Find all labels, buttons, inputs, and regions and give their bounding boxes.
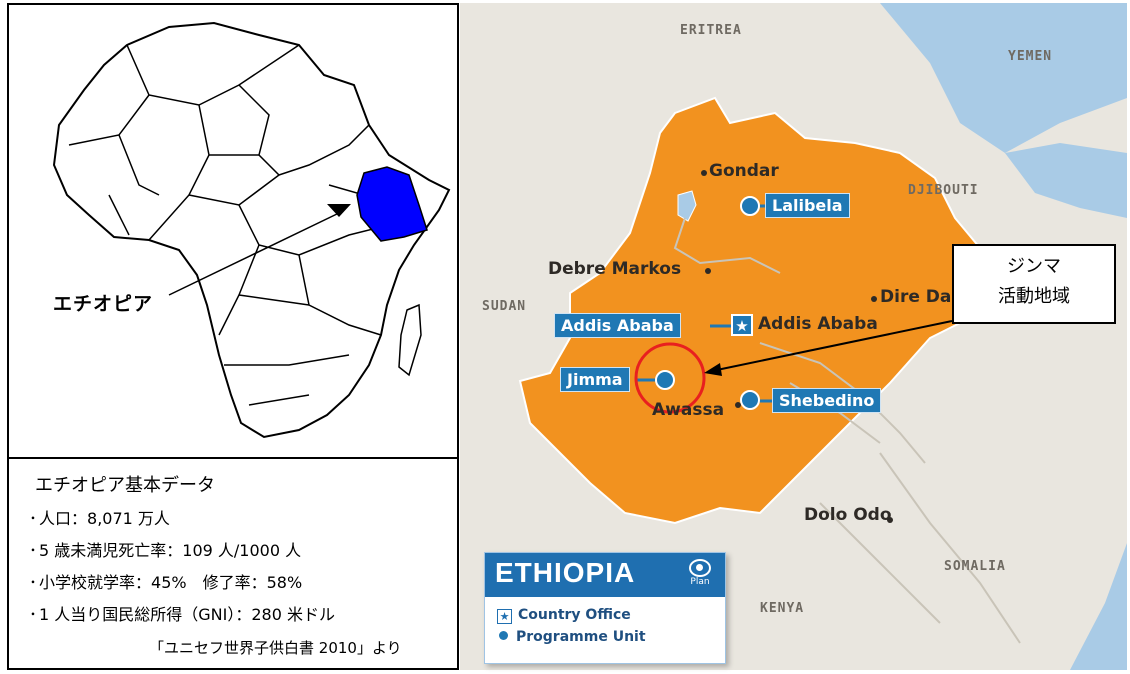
callout-line-2: 活動地域	[998, 286, 1070, 307]
jimma-callout: ジンマ 活動地域	[952, 244, 1116, 324]
fact-school-enrollment: 小学校就学率：45% 修了率：58%	[29, 567, 335, 599]
fact-population: 人口：8,071 万人	[29, 503, 335, 535]
plan-logo-text: Plan	[690, 577, 710, 587]
label-kenya: KENYA	[760, 601, 805, 616]
label-eritrea: ERITREA	[680, 23, 742, 38]
dot-icon	[499, 631, 508, 640]
legend-country-office-label: Country Office	[518, 607, 631, 623]
facts-title: エチオピア基本データ	[35, 475, 215, 496]
unit-addis-ababa: Addis Ababa	[554, 313, 681, 338]
red-sea	[880, 3, 1127, 153]
dolo-odo-dot	[887, 517, 893, 523]
fact-gni: 1 人当り国民総所得（GNI）：280 米ドル	[29, 599, 335, 631]
label-djibouti: DJIBOUTI	[908, 183, 979, 198]
label-yemen: YEMEN	[1008, 49, 1053, 64]
legend-programme-unit: Programme Unit	[497, 629, 646, 645]
facts-source: 「ユニセフ世界子供白書 2010」より	[149, 639, 402, 657]
debre-markos-dot	[705, 268, 711, 274]
ethiopia-country	[518, 96, 1023, 525]
lalibela-marker	[740, 196, 760, 216]
ethiopia-label: エチオピア	[53, 293, 154, 315]
unit-shebedino: Shebedino	[772, 388, 882, 413]
plan-eye-icon	[689, 559, 711, 577]
city-awassa: Awassa	[652, 400, 725, 420]
callout-line-1: ジンマ	[1007, 256, 1061, 277]
ethiopia-highlight	[356, 166, 428, 242]
unit-lalibela: Lalibela	[765, 193, 850, 218]
addis-country-office-marker	[731, 314, 753, 336]
country-office-star-icon: ★	[735, 317, 748, 335]
city-dolo-odo: Dolo Odo	[804, 505, 892, 525]
awassa-dot	[735, 402, 741, 408]
legend-title: ETHIOPIA	[495, 557, 636, 588]
africa-map-panel: エチオピア	[7, 3, 459, 459]
legend-header: ETHIOPIA Plan	[485, 553, 725, 597]
plan-logo: Plan	[685, 559, 715, 591]
lake-tana	[677, 190, 697, 222]
callout-arrow-line	[711, 320, 953, 372]
pointer-triangle	[327, 204, 351, 217]
facts-panel: エチオピア基本データ 人口：8,071 万人 5 歳未満児死亡率：109 人/1…	[7, 458, 459, 670]
callout-arrowhead	[704, 363, 722, 376]
city-addis-ababa: Addis Ababa	[758, 314, 878, 334]
star-icon: ★	[497, 609, 512, 624]
fact-child-mortality: 5 歳未満児死亡率：109 人/1000 人	[29, 535, 335, 567]
dire-dawa-dot	[871, 296, 877, 302]
city-debre-markos: Debre Markos	[548, 259, 682, 279]
africa-borders	[68, 44, 390, 406]
pointer-line	[168, 212, 340, 296]
madagascar-outline	[398, 303, 422, 377]
map-legend: ETHIOPIA Plan ★ Country Office Programme …	[484, 552, 726, 664]
city-gondar: Gondar	[709, 161, 779, 181]
gulf-of-aden	[1005, 143, 1127, 218]
legend-country-office: ★ Country Office	[497, 607, 631, 624]
facts-list: 人口：8,071 万人 5 歳未満児死亡率：109 人/1000 人 小学校就学…	[29, 503, 335, 631]
legend-programme-unit-label: Programme Unit	[516, 629, 646, 645]
gondar-dot	[701, 170, 707, 176]
shebedino-marker	[740, 390, 760, 410]
label-somalia: SOMALIA	[944, 559, 1006, 574]
jimma-marker	[655, 370, 675, 390]
unit-jimma: Jimma	[560, 367, 630, 392]
label-sudan: SUDAN	[482, 299, 527, 314]
jimma-highlight-circle	[634, 342, 706, 414]
africa-map	[52, 21, 451, 439]
indian-ocean	[1070, 543, 1127, 670]
